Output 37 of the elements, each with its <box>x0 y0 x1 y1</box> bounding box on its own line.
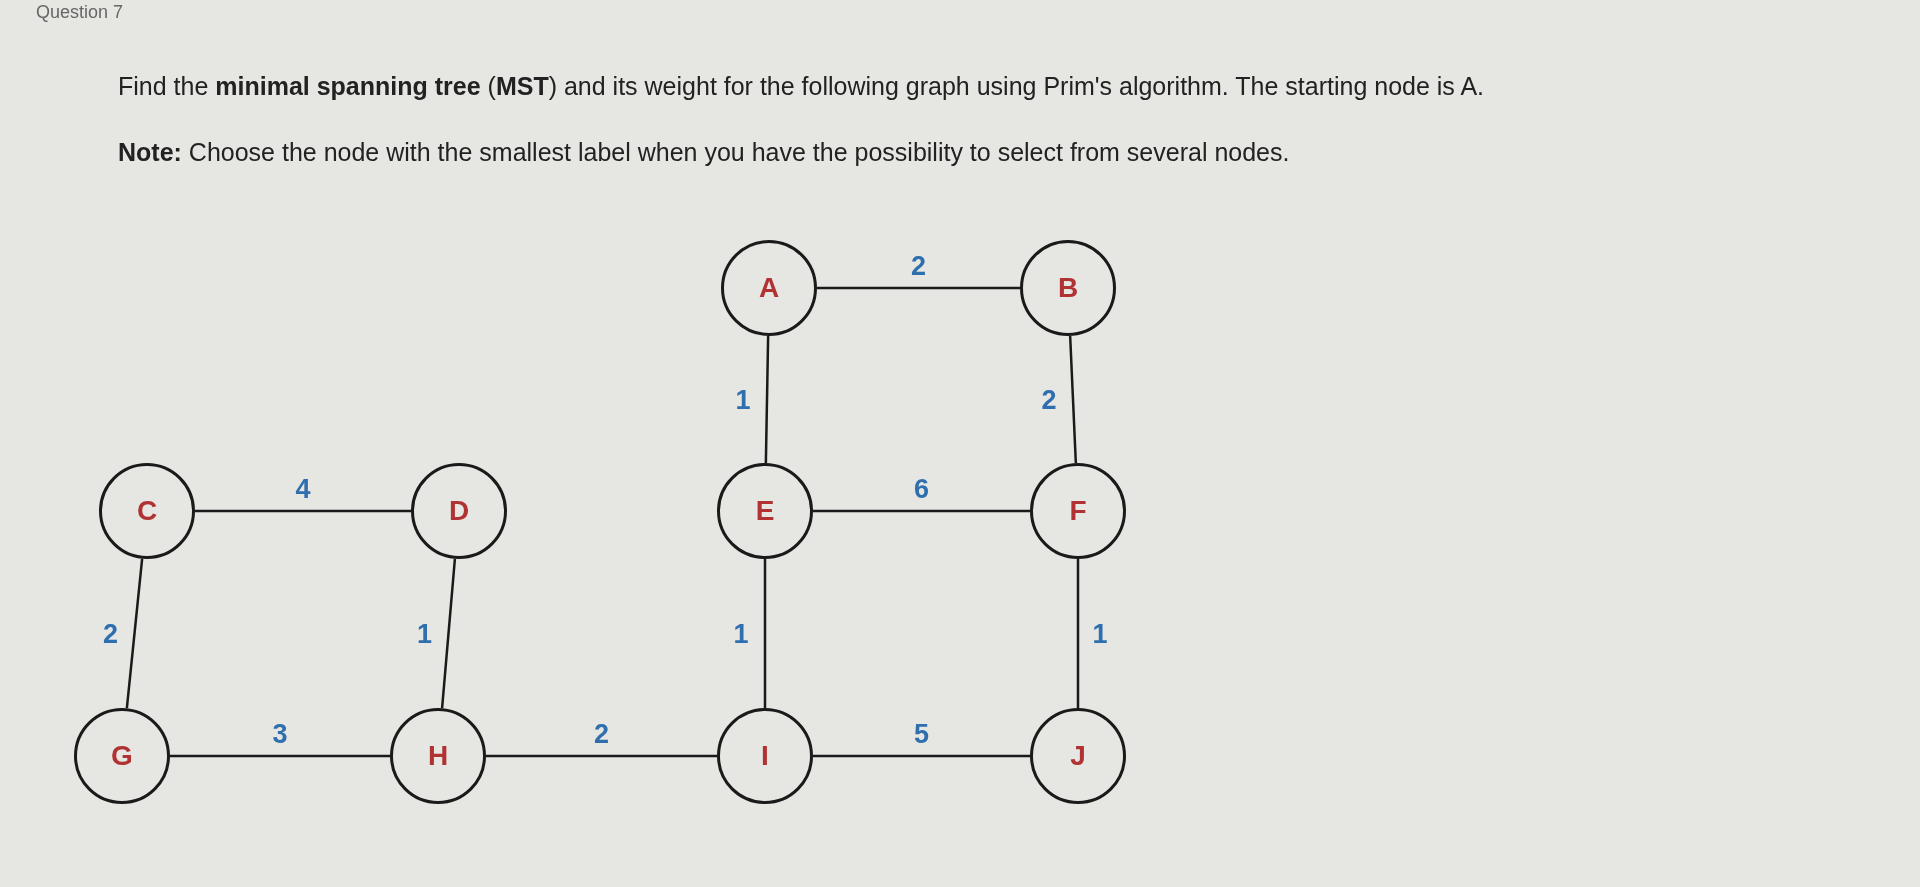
graph-edge <box>170 754 390 758</box>
node-label: J <box>1070 740 1086 772</box>
edge-weight: 1 <box>1092 620 1108 647</box>
graph-edge <box>486 754 717 758</box>
edge-weight: 2 <box>594 720 609 748</box>
edge-weight: 6 <box>914 475 929 503</box>
node-label: H <box>427 740 449 772</box>
graph-edge <box>813 509 1030 513</box>
edge-weight: 1 <box>733 620 749 647</box>
edge-weight: 4 <box>295 475 311 503</box>
node-label: G <box>111 740 133 772</box>
note-text: Note: Choose the node with the smallest label when you have the possibility to select from several nodes. <box>118 138 1290 167</box>
graph-edge <box>195 509 411 513</box>
graph-edge <box>1076 559 1080 708</box>
node-label: D <box>448 495 470 527</box>
node-label: E <box>755 495 775 527</box>
graph-edge <box>764 335 770 464</box>
graph-edge <box>125 558 144 709</box>
question-text: Find the minimal spanning tree (MST) and its weight for the following graph using Prim's algorithm. The starting node is A. <box>118 72 1485 101</box>
edge-weight: 3 <box>272 720 288 748</box>
node-label: A <box>758 272 780 304</box>
question-heading: Question 7 <box>36 2 124 22</box>
edge-weight: 1 <box>417 620 432 647</box>
edge-weight: 2 <box>911 252 926 280</box>
edge-weight: 2 <box>103 620 118 647</box>
node-label: C <box>136 495 158 527</box>
graph-edge <box>763 559 767 708</box>
edge-weight: 2 <box>1041 386 1057 413</box>
node-label: F <box>1069 495 1087 527</box>
graph-edge <box>817 286 1020 290</box>
graph-edge <box>440 558 457 709</box>
graph-edge <box>1068 335 1078 464</box>
edge-weight: 1 <box>735 386 751 413</box>
node-label: B <box>1057 272 1079 304</box>
graph-edge <box>813 754 1030 758</box>
edge-weight: 5 <box>914 720 929 748</box>
node-label: I <box>761 740 769 772</box>
